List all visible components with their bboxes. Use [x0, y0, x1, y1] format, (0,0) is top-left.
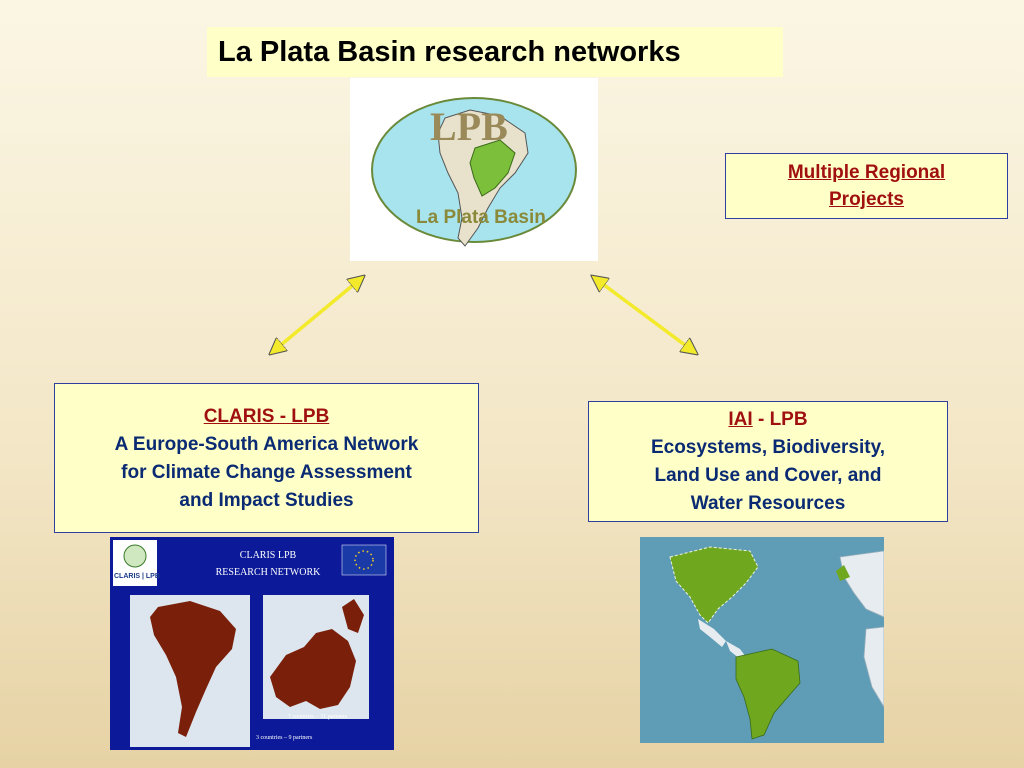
iai-americas-map — [640, 537, 885, 743]
claris-line-3: and Impact Studies — [179, 490, 354, 511]
claris-line-2: for Climate Change Assessment — [121, 462, 412, 483]
claris-map-title-line-1: CLARIS LPB — [239, 550, 297, 561]
iai-lpb-box: IAI - LPB Ecosystems, Biodiversity, Land… — [588, 401, 948, 522]
lpb-logo-image: LPB La Plata Basin — [371, 97, 577, 247]
sa-partners-caption: 3 countries – 9 partners — [256, 735, 313, 741]
slide-title: La Plata Basin research networks — [207, 27, 783, 77]
iai-line-1: Ecosystems, Biodiversity, — [650, 437, 886, 458]
iai-heading-rest: - LPB — [752, 409, 808, 430]
left-double-arrow — [270, 276, 364, 354]
right-double-arrow — [592, 276, 697, 354]
europe-partners-caption: 7 countries – 11 partners — [288, 714, 348, 720]
multiple-regional-link[interactable]: Multiple Regional — [787, 162, 946, 183]
connector-arrows — [0, 0, 1024, 400]
claris-lpb-link[interactable]: CLARIS - LPB — [203, 406, 330, 427]
lpb-logo-letters: LPB — [430, 104, 508, 149]
iai-map-image — [640, 537, 885, 743]
multiple-regional-projects-box: Multiple Regional Projects — [725, 153, 1008, 219]
claris-line-1: A Europe-South America Network — [114, 434, 419, 455]
lpb-logo: LPB La Plata Basin — [350, 78, 598, 261]
projects-link[interactable]: Projects — [829, 189, 904, 210]
claris-logo-text: CLARIS | LPB — [114, 573, 160, 580]
iai-line-3: Water Resources — [690, 493, 846, 514]
iai-link[interactable]: IAI — [728, 409, 753, 430]
claris-lpb-box: CLARIS - LPB A Europe-South America Netw… — [54, 383, 479, 533]
claris-network-map: CLARIS LPB RESEARCH NETWORK CLARIS | LPB… — [110, 537, 394, 750]
claris-map-image — [113, 540, 387, 747]
claris-map-title: CLARIS LPB RESEARCH NETWORK — [198, 547, 338, 581]
lpb-logo-caption: La Plata Basin — [416, 207, 546, 228]
claris-map-title-line-2: RESEARCH NETWORK — [215, 567, 321, 578]
slide-title-text: La Plata Basin research networks — [218, 35, 681, 68]
iai-line-2: Land Use and Cover, and — [654, 465, 882, 486]
